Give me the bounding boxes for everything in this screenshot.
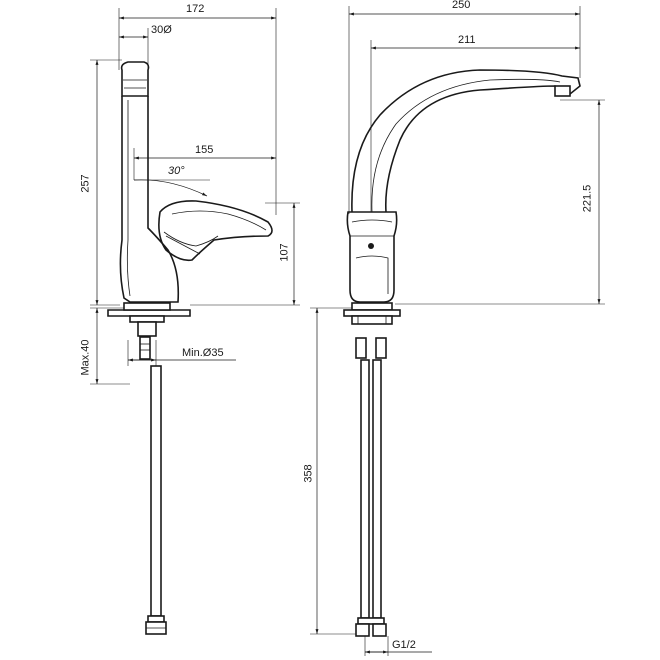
dim-label-211: 211 bbox=[458, 34, 476, 46]
body-highlight-front bbox=[355, 255, 389, 294]
body-highlight-lower bbox=[126, 239, 131, 297]
dim-label-max40: Max.40 bbox=[79, 339, 92, 376]
front-view bbox=[310, 6, 605, 656]
dim-label-358: 358 bbox=[302, 464, 315, 483]
lever-stripe bbox=[165, 235, 201, 255]
dim-label-min35: Min.Ø35 bbox=[182, 347, 224, 359]
fitting-front-right bbox=[375, 337, 387, 359]
faucet-body-side bbox=[119, 96, 180, 303]
body-collar-line bbox=[351, 219, 393, 223]
hose-nut-side bbox=[147, 615, 165, 623]
connector-front-left bbox=[355, 623, 370, 637]
dim-label-g12: G1/2 bbox=[392, 639, 416, 651]
dim-label-172: 172 bbox=[186, 3, 205, 15]
angle-arc bbox=[133, 179, 208, 197]
lever-bottom-curve bbox=[163, 231, 219, 247]
hose-front-right bbox=[372, 359, 382, 619]
dim-label-107: 107 bbox=[278, 243, 291, 262]
spout-tip-side bbox=[120, 61, 150, 97]
spout-center-curve bbox=[371, 78, 561, 213]
dim-label-155: 155 bbox=[195, 144, 214, 156]
gooseneck-spout bbox=[351, 69, 581, 213]
aerator bbox=[554, 85, 571, 97]
connector-front-right bbox=[372, 623, 387, 637]
hose-front-left bbox=[360, 359, 370, 619]
side-view bbox=[90, 8, 300, 635]
dim-label-257: 257 bbox=[79, 174, 92, 193]
dim-label-221-5: 221.5 bbox=[581, 184, 594, 213]
mount-stud-side bbox=[137, 321, 157, 337]
base-ring-side bbox=[123, 302, 171, 311]
hose-side bbox=[150, 365, 162, 617]
lever-top-curve bbox=[171, 210, 267, 231]
indicator-dot bbox=[368, 243, 374, 249]
base-flange-side bbox=[129, 315, 165, 323]
hose-nuts-front bbox=[357, 617, 385, 625]
base-ring-front bbox=[351, 302, 393, 311]
base-plate-side bbox=[107, 309, 191, 317]
base-plate-front bbox=[343, 309, 401, 317]
fitting-front-left bbox=[355, 337, 367, 359]
dim-label-250: 250 bbox=[452, 0, 471, 11]
base-flange-front bbox=[351, 315, 393, 325]
lever-handle-side bbox=[158, 200, 273, 262]
dim-label-30-deg: 30° bbox=[168, 165, 185, 177]
dim-label-30-dia: 30Ø bbox=[151, 24, 172, 36]
faucet-body-front bbox=[346, 211, 398, 303]
fitting-side bbox=[139, 336, 151, 360]
